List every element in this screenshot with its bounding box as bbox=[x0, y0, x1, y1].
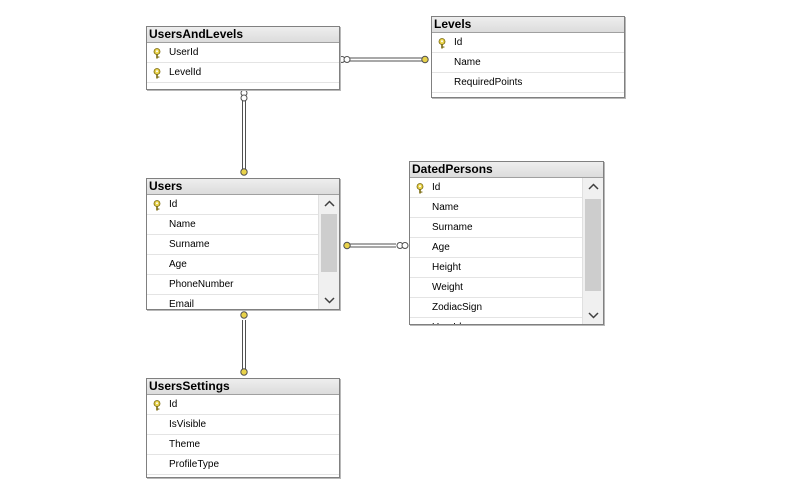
column-row[interactable]: ZodiacSign bbox=[410, 298, 582, 318]
column-name: Height bbox=[432, 262, 461, 273]
vertical-scrollbar[interactable] bbox=[582, 178, 603, 324]
column-name: Email bbox=[169, 299, 195, 309]
column-name: IsVisible bbox=[169, 419, 207, 430]
scroll-up-arrow-icon[interactable] bbox=[319, 195, 339, 212]
relationship-key-end-icon bbox=[240, 168, 248, 176]
relationship-key-end-icon bbox=[240, 311, 248, 319]
column-name: UserId bbox=[432, 318, 461, 324]
column-name: Age bbox=[169, 259, 187, 270]
column-row[interactable]: Age bbox=[147, 255, 318, 275]
primary-key-icon bbox=[152, 67, 162, 79]
column-row[interactable]: UserId bbox=[410, 318, 582, 324]
column-row[interactable]: Surname bbox=[410, 218, 582, 238]
column-row[interactable]: Id bbox=[147, 395, 339, 415]
primary-key-icon bbox=[415, 182, 425, 194]
column-row[interactable]: RequiredPoints bbox=[432, 73, 624, 93]
column-row[interactable]: Name bbox=[147, 215, 318, 235]
column-name: UserId bbox=[169, 47, 199, 58]
column-row[interactable]: Id bbox=[147, 195, 318, 215]
column-name: Id bbox=[169, 199, 178, 210]
column-name: Name bbox=[454, 57, 481, 68]
relationship-many-end-icon bbox=[240, 94, 248, 102]
column-row[interactable]: UserId bbox=[147, 43, 339, 63]
column-row[interactable]: IsVisible bbox=[147, 415, 339, 435]
column-name: Id bbox=[169, 399, 178, 410]
column-row[interactable]: PhoneNumber bbox=[147, 275, 318, 295]
column-row[interactable]: LevelId bbox=[147, 63, 339, 83]
column-row[interactable]: Height bbox=[410, 258, 582, 278]
column-row[interactable]: Name bbox=[432, 53, 624, 73]
column-row[interactable]: Surname bbox=[147, 235, 318, 255]
relationship-key-end-icon bbox=[240, 368, 248, 376]
primary-key-icon bbox=[152, 399, 162, 411]
column-name: Name bbox=[169, 219, 196, 230]
column-row[interactable]: Age bbox=[410, 238, 582, 258]
column-name: LevelId bbox=[169, 67, 202, 78]
table-title[interactable]: DatedPersons bbox=[410, 162, 603, 178]
scroll-down-arrow-icon[interactable] bbox=[583, 307, 603, 324]
column-list: IdNameSurnameAgeHeightWeightZodiacSignUs… bbox=[410, 178, 603, 324]
scroll-down-arrow-icon[interactable] bbox=[319, 292, 339, 309]
column-row[interactable]: Email bbox=[147, 295, 318, 309]
column-row[interactable]: Name bbox=[410, 198, 582, 218]
column-row[interactable]: Id bbox=[410, 178, 582, 198]
column-row[interactable]: Weight bbox=[410, 278, 582, 298]
table-title[interactable]: UsersSettings bbox=[147, 379, 339, 395]
primary-key-icon bbox=[152, 47, 162, 59]
relationship-users-userssettings[interactable] bbox=[240, 311, 248, 376]
scroll-thumb[interactable] bbox=[321, 214, 337, 272]
scroll-thumb[interactable] bbox=[585, 199, 601, 291]
relationship-key-end-icon bbox=[421, 55, 429, 64]
primary-key-icon bbox=[152, 199, 162, 211]
column-row[interactable]: Id bbox=[432, 33, 624, 53]
column-name: Name bbox=[432, 202, 459, 213]
column-name: ZodiacSign bbox=[432, 302, 483, 313]
column-row[interactable]: Theme bbox=[147, 435, 339, 455]
table-title[interactable]: UsersAndLevels bbox=[147, 27, 339, 43]
column-name: Id bbox=[454, 37, 463, 48]
relationship-usersandlevels-users[interactable] bbox=[240, 89, 248, 176]
relationship-key-end-icon bbox=[343, 241, 351, 250]
relationship-usersandlevels-levels[interactable] bbox=[338, 55, 429, 64]
column-name: Surname bbox=[169, 239, 210, 250]
relationship-many-end-icon bbox=[343, 56, 351, 63]
table-title[interactable]: Users bbox=[147, 179, 339, 195]
column-name: Id bbox=[432, 182, 441, 193]
column-name: Age bbox=[432, 242, 450, 253]
column-name: RequiredPoints bbox=[454, 77, 523, 88]
relationship-many-end-icon bbox=[401, 242, 409, 249]
vertical-scrollbar[interactable] bbox=[318, 195, 339, 309]
column-row[interactable]: ProfileType bbox=[147, 455, 339, 475]
column-name: Theme bbox=[169, 439, 201, 450]
column-name: Surname bbox=[432, 222, 473, 233]
table-title[interactable]: Levels bbox=[432, 17, 624, 33]
column-name: ProfileType bbox=[169, 459, 220, 470]
column-name: Weight bbox=[432, 282, 463, 293]
scroll-up-arrow-icon[interactable] bbox=[583, 178, 603, 195]
column-name: PhoneNumber bbox=[169, 279, 234, 290]
relationship-users-datedpersons[interactable] bbox=[343, 241, 409, 250]
primary-key-icon bbox=[437, 37, 447, 49]
